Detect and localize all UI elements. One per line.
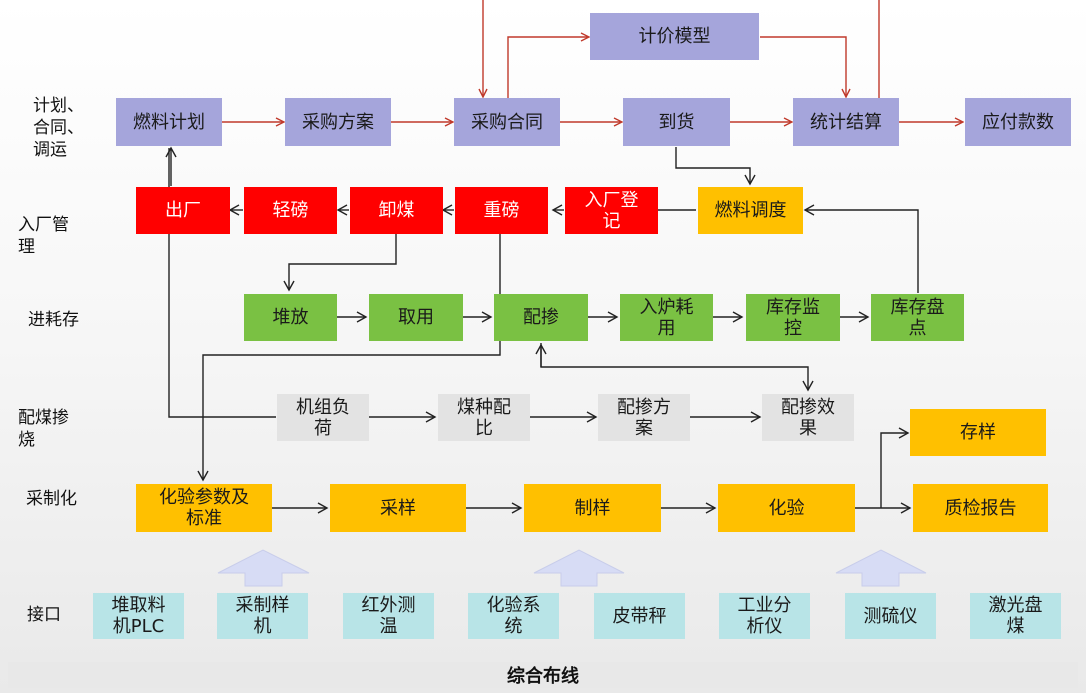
node-arrival[interactable]: 到货 [623, 98, 730, 146]
interface-item[interactable]: 红外测 温 [343, 593, 434, 639]
row-label-plan: 计划、 合同、 调运 [33, 96, 84, 160]
node-purchase-plan[interactable]: 采购方案 [285, 98, 391, 146]
interface-item[interactable]: 工业分 析仪 [719, 593, 810, 639]
node-preparation[interactable]: 制样 [524, 484, 661, 532]
node-sample-store[interactable]: 存样 [910, 409, 1046, 456]
interface-item[interactable]: 测硫仪 [845, 593, 936, 639]
node-retrieve[interactable]: 取用 [369, 294, 463, 341]
interface-item[interactable]: 皮带秤 [594, 593, 685, 639]
plan-flow-arrows [222, 0, 962, 122]
footer-bar: 综合布线 [8, 662, 1078, 688]
node-coal-ratio[interactable]: 煤种配 比 [438, 394, 530, 441]
node-fuel-plan[interactable]: 燃料计划 [116, 98, 222, 146]
interface-item[interactable]: 堆取料 机PLC [93, 593, 184, 639]
node-payables[interactable]: 应付款数 [965, 98, 1071, 146]
up-arrow-1 [217, 549, 310, 587]
node-dispatch[interactable]: 燃料调度 [698, 187, 803, 234]
row-label-inventory: 进耗存 [28, 310, 79, 330]
node-params[interactable]: 化验参数及 标准 [136, 484, 272, 532]
node-furnace-use[interactable]: 入炉耗 用 [620, 294, 713, 341]
node-unit-load[interactable]: 机组负 荷 [277, 394, 369, 441]
interface-up-arrows [217, 549, 927, 587]
row-label-entry: 入厂管 理 [18, 215, 69, 257]
node-purchase-contract[interactable]: 采购合同 [454, 98, 560, 146]
node-light-weigh[interactable]: 轻磅 [244, 187, 337, 234]
node-sampling[interactable]: 采样 [330, 484, 466, 532]
row-label-interface: 接口 [27, 605, 61, 625]
node-stack[interactable]: 堆放 [244, 294, 337, 341]
node-quality-report[interactable]: 质检报告 [913, 484, 1048, 532]
node-unload[interactable]: 卸煤 [350, 187, 443, 234]
node-blend-effect[interactable]: 配掺效 果 [762, 394, 854, 441]
node-assay[interactable]: 化验 [718, 484, 855, 532]
node-heavy-weigh[interactable]: 重磅 [455, 187, 548, 234]
node-pricing-model[interactable]: 计价模型 [590, 13, 759, 60]
up-arrow-3 [835, 549, 927, 587]
node-exit[interactable]: 出厂 [136, 187, 230, 234]
row-label-blending: 配煤掺 烧 [18, 408, 69, 450]
node-settlement[interactable]: 统计结算 [793, 98, 899, 146]
node-stock-take[interactable]: 库存盘 点 [871, 294, 964, 341]
node-registration[interactable]: 入厂登 记 [565, 187, 658, 234]
interface-item[interactable]: 采制样 机 [217, 593, 308, 639]
row-label-sampling: 采制化 [26, 489, 77, 509]
interface-item[interactable]: 激光盘 煤 [970, 593, 1061, 639]
interface-item[interactable]: 化验系 统 [468, 593, 559, 639]
node-stock-monitor[interactable]: 库存监 控 [746, 294, 840, 341]
up-arrow-2 [533, 549, 625, 587]
node-blend[interactable]: 配掺 [494, 294, 588, 341]
node-blend-plan[interactable]: 配掺方 案 [598, 394, 690, 441]
